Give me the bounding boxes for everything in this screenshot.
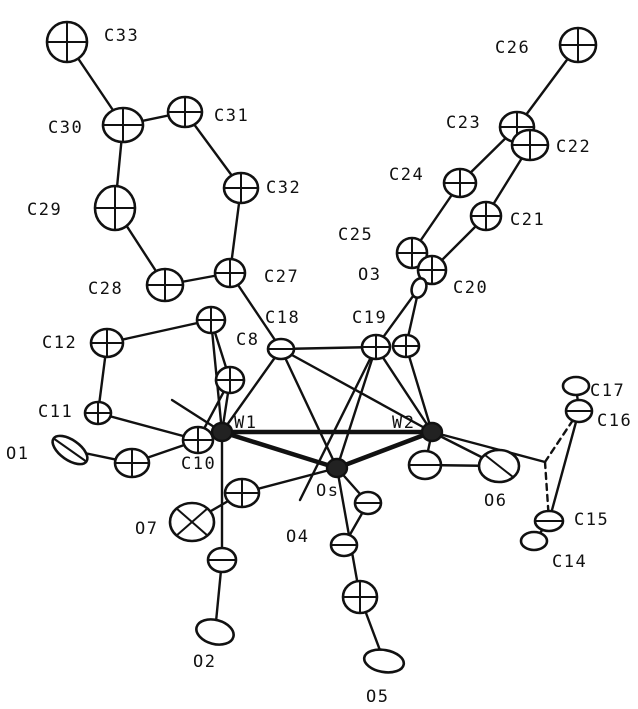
atom-c29 (93, 184, 137, 232)
label-c18: C18 (265, 308, 300, 328)
bond-w2-cp (430, 430, 547, 464)
bond-c18-os (279, 347, 339, 470)
atom-c26 (558, 26, 598, 64)
atom-c27 (213, 257, 247, 289)
atom-o3 (410, 277, 428, 299)
bond-c12-c8 (105, 318, 213, 345)
atom-c7 (223, 477, 261, 509)
bond-c11-c10 (96, 411, 200, 442)
label-w2: W2 (392, 413, 415, 433)
atom-c20 (416, 254, 448, 286)
label-o1: O1 (6, 444, 29, 464)
bond-w2-os (334, 429, 435, 471)
label-c30: C30 (48, 118, 83, 138)
label-c10: C10 (181, 454, 216, 474)
label-o4: O4 (286, 527, 309, 547)
label-c20: C20 (453, 278, 488, 298)
atom-o7 (168, 501, 216, 543)
atom-c32 (222, 171, 260, 205)
bond-c16-c15 (547, 409, 581, 523)
atom-c14 (519, 530, 549, 552)
atom-w2 (420, 421, 444, 443)
atom-c30 (101, 106, 145, 144)
bond-w2-c3 (404, 344, 434, 434)
atom-c3 (391, 333, 421, 359)
atom-o4 (329, 532, 359, 558)
label-o6: O6 (484, 491, 507, 511)
label-c24: C24 (389, 165, 424, 185)
label-c14: C14 (552, 552, 587, 572)
label-o3: O3 (358, 265, 381, 285)
atom-c21 (469, 200, 503, 232)
label-c23: C23 (446, 113, 481, 133)
atom-c1 (113, 447, 151, 479)
label-c26: C26 (495, 38, 530, 58)
label-o5: O5 (366, 687, 389, 707)
atom-c8 (195, 305, 227, 335)
atom-c25 (395, 236, 429, 270)
label-c33: C33 (104, 26, 139, 46)
label-c8: C8 (236, 330, 259, 350)
atom-c28 (145, 267, 185, 303)
label-c28: C28 (88, 279, 123, 299)
label-c11: C11 (38, 402, 73, 422)
atom-c11 (83, 400, 113, 426)
atom-c18 (266, 337, 296, 361)
atom-os (325, 457, 349, 479)
bond-c19-os (335, 345, 378, 470)
label-c27: C27 (264, 267, 299, 287)
atom-o5 (362, 648, 406, 674)
atom-c2 (206, 546, 238, 574)
atom-c33 (45, 20, 89, 64)
bond-os-c5 (335, 466, 362, 599)
label-os: Os (316, 481, 339, 501)
atom-c9 (214, 365, 246, 395)
label-w1: W1 (234, 413, 257, 433)
atom-o2 (195, 618, 235, 646)
atom-c31 (166, 95, 204, 129)
atom-w1 (210, 421, 234, 443)
atom-c24 (442, 167, 478, 199)
bond-c19-w2 (374, 345, 434, 434)
atom-c12 (89, 327, 125, 359)
bond-c18-w1 (220, 347, 283, 434)
label-c19: C19 (352, 308, 387, 328)
label-c16: C16 (597, 411, 632, 431)
atom-c4 (353, 490, 383, 516)
label-c31: C31 (214, 106, 249, 126)
atom-o6 (477, 448, 521, 484)
label-c17: C17 (590, 381, 625, 401)
label-o7: O7 (135, 519, 158, 539)
atom-labels: C33 C30 C31 C29 C32 C28 C27 C26 C23 C22 … (6, 26, 632, 707)
atom-c16 (564, 398, 594, 424)
label-c15: C15 (574, 510, 609, 530)
atom-c17 (561, 375, 591, 397)
atom-c22 (510, 128, 550, 162)
label-c22: C22 (556, 137, 591, 157)
atom-c19 (360, 333, 392, 361)
label-c25: C25 (338, 225, 373, 245)
atom-c5 (341, 579, 379, 615)
bond-c18-c19 (279, 345, 378, 351)
atom-c10 (181, 425, 215, 455)
label-c21: C21 (510, 210, 545, 230)
label-c32: C32 (266, 178, 301, 198)
bond-c18-w2 (279, 347, 434, 434)
atoms (45, 20, 598, 674)
label-o2: O2 (193, 652, 216, 672)
label-c29: C29 (27, 200, 62, 220)
atom-c6 (407, 449, 443, 481)
atom-o1 (51, 434, 89, 466)
label-c12: C12 (42, 333, 77, 353)
bond-w1-os (219, 429, 340, 471)
atom-c15 (533, 509, 565, 533)
